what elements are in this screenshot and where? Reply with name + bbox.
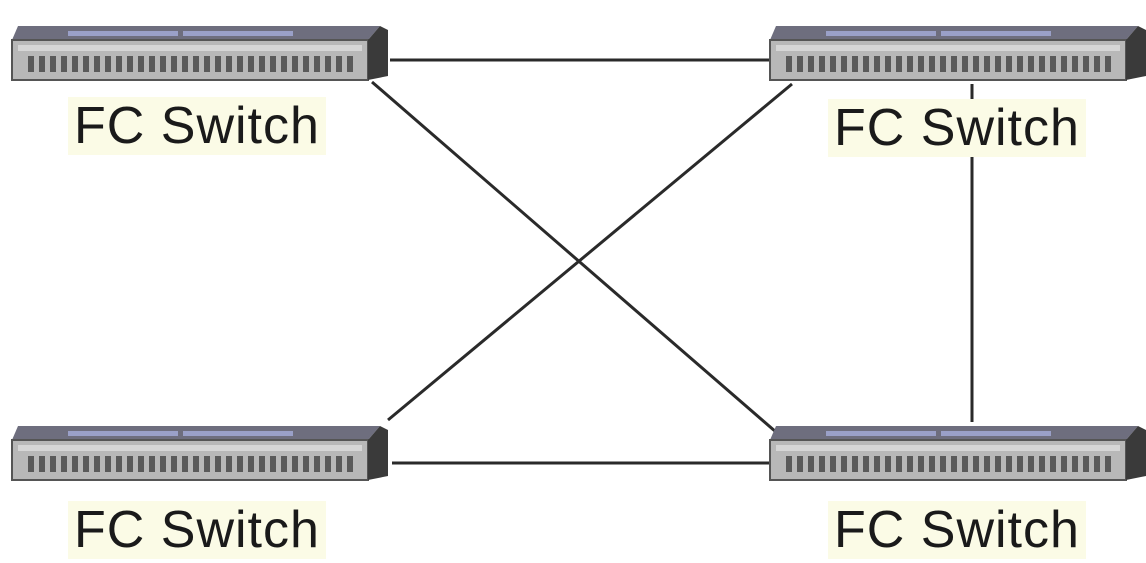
fc-switch-icon — [769, 426, 1146, 481]
port-row — [786, 56, 1111, 72]
port-row — [786, 456, 1111, 472]
fc-switch-icon — [769, 26, 1146, 81]
port-row — [28, 456, 353, 472]
link-top-right-bottom-left — [387, 82, 793, 422]
node-label: FC Switch — [828, 99, 1086, 157]
link-top-left-bottom-right — [371, 80, 777, 434]
node-fc-switch-bottom-left: FC Switch — [8, 418, 398, 563]
node-fc-switch-top-left: FC Switch — [8, 18, 398, 163]
node-label: FC Switch — [828, 501, 1086, 559]
node-label: FC Switch — [68, 97, 326, 155]
fc-switch-icon — [11, 26, 388, 81]
fc-switch-icon — [11, 426, 388, 481]
node-fc-switch-top-right: FC Switch — [766, 18, 1146, 163]
node-label: FC Switch — [68, 501, 326, 559]
port-row — [28, 56, 353, 72]
node-fc-switch-bottom-right: FC Switch — [766, 418, 1146, 563]
